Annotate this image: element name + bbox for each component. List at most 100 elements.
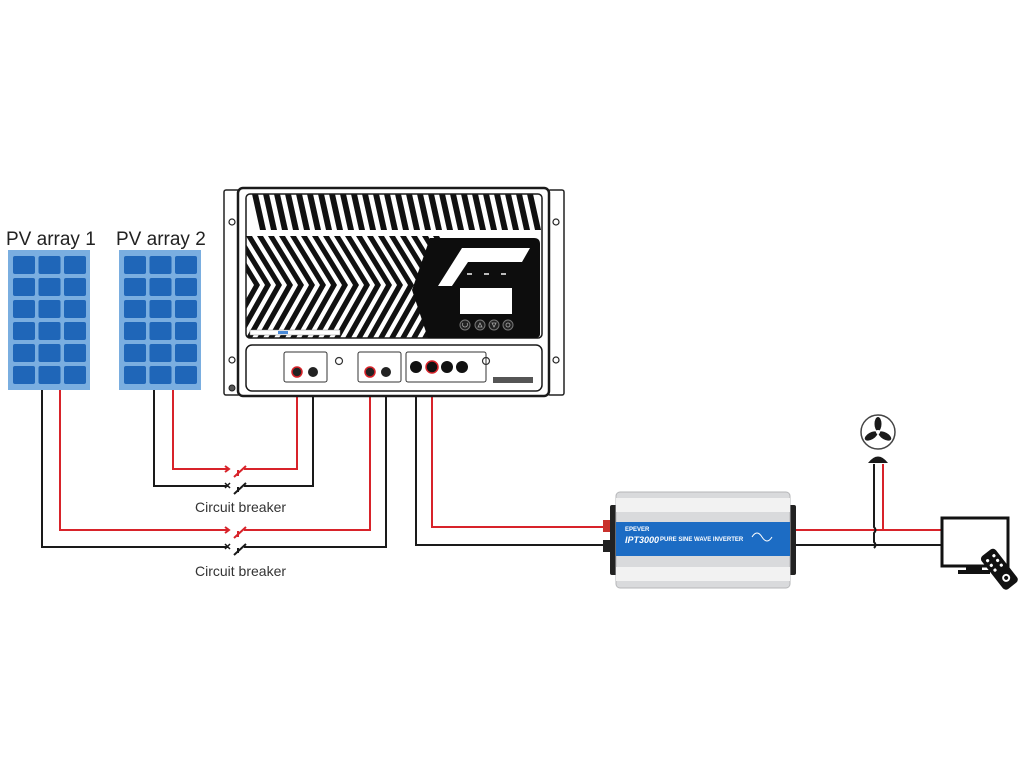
heatsink-fin [527,194,541,230]
heatsink-fin [268,236,304,338]
pv-array-1-label: PV array 1 [6,229,96,250]
pv-terminal-block-2 [357,351,402,383]
pv-cell [13,366,35,384]
pv2-negative-wire-controller [244,375,314,487]
pv-cell [175,322,197,340]
load-negative-wire [415,375,605,546]
pv-cell [124,344,146,362]
pv2-negative-wire [153,390,228,487]
wires-battery-load [415,375,605,546]
inverter-title: PURE SINE WAVE INVERTER [660,537,744,543]
heatsink-fin [329,194,343,230]
heatsink-fin [252,194,266,230]
pv-cell [13,300,35,318]
load-terminal-2 [456,361,468,373]
pv-cell [64,322,86,340]
heatsink-fin [472,194,486,230]
heatsink-fin [395,194,409,230]
battery-positive-terminal [425,360,439,374]
pv-cell [149,366,172,384]
circuit-breaker-2-label: Circuit breaker [195,563,286,579]
status-indicators [467,273,506,275]
load-positive-wire [431,375,605,528]
heatsink-fin [378,236,414,338]
pv-cell [38,344,61,362]
pv-array-2 [119,250,201,390]
settings-icon[interactable] [502,319,514,331]
pv-cell [13,344,35,362]
heatsink-fin [290,236,326,338]
ac-output-wires [796,464,942,549]
heatsink-fin [274,194,288,230]
pv-cell [149,300,172,318]
right-mounting-flange [547,189,565,396]
pv-cell [64,366,86,384]
heatsink-fin [257,236,293,338]
heatsink-fin [384,194,398,230]
heatsink-fin [450,194,464,230]
pv-cell [124,278,146,296]
heatsink-fin [417,194,431,230]
heatsink-fin [279,236,315,338]
down-icon[interactable] [488,319,500,331]
heatsink-fin [406,194,420,230]
pv-cell [175,278,197,296]
heatsink-fin [307,194,321,230]
control-buttons [459,319,514,331]
heatsink-fin [389,236,425,338]
pv-cell [175,256,197,274]
heatsink-fin [356,236,392,338]
brand-strip [249,329,341,336]
heatsink-fin [483,194,497,230]
pv-cell [175,300,197,318]
heatsink-fin [400,236,436,338]
pv-cell [38,366,61,384]
heatsink-fin [301,236,337,338]
pv-terminal-block-1 [283,351,328,383]
pv-cell [38,300,61,318]
load-terminal-1 [441,361,453,373]
heatsink-fin [296,194,310,230]
pv-array-2-label: PV array 2 [116,229,206,250]
pv-cell [64,300,86,318]
battery-negative-terminal [410,361,422,373]
heatsink-fin [318,194,332,230]
heatsink-fin [516,194,530,230]
heatsink-fin [461,194,475,230]
pv1-positive-wire-controller [244,375,371,531]
heatsink-fin [351,194,365,230]
inverter: EPEVER IPT3000 PURE SINE WAVE INVERTER [603,491,796,589]
power-icon[interactable] [459,319,471,331]
heatsink-fin [439,194,453,230]
wires-pv1 [41,375,387,548]
pv-cell [124,300,146,318]
heatsink-fin [340,194,354,230]
pv-cell [13,256,35,274]
heatsink-fin [246,236,282,338]
pv-cell [149,322,172,340]
heatsink-fin [323,236,359,338]
pv2-positive-terminal [364,366,376,378]
heatsink-fin [263,194,277,230]
heatsink-fin [428,194,442,230]
sine-wave-icon [751,532,773,542]
heatsink-fin [345,236,381,338]
pv-cell [38,278,61,296]
circuit-breaker-1 [224,465,247,495]
pv-cell [149,344,172,362]
pv-cell [38,256,61,274]
circuit-breaker-1-label: Circuit breaker [195,499,286,515]
pv-cell [149,256,172,274]
pv1-negative-terminal [308,367,318,377]
heatsink-fin [285,194,299,230]
heatsink-fin [246,236,271,338]
pv-cell [38,322,61,340]
logo-mark [438,248,530,286]
up-icon[interactable] [474,319,486,331]
pv1-positive-wire [59,390,228,531]
pv-cell [13,278,35,296]
pv1-negative-wire-controller [244,375,387,548]
pv1-negative-wire [41,390,228,548]
remote-icon [980,548,1018,590]
